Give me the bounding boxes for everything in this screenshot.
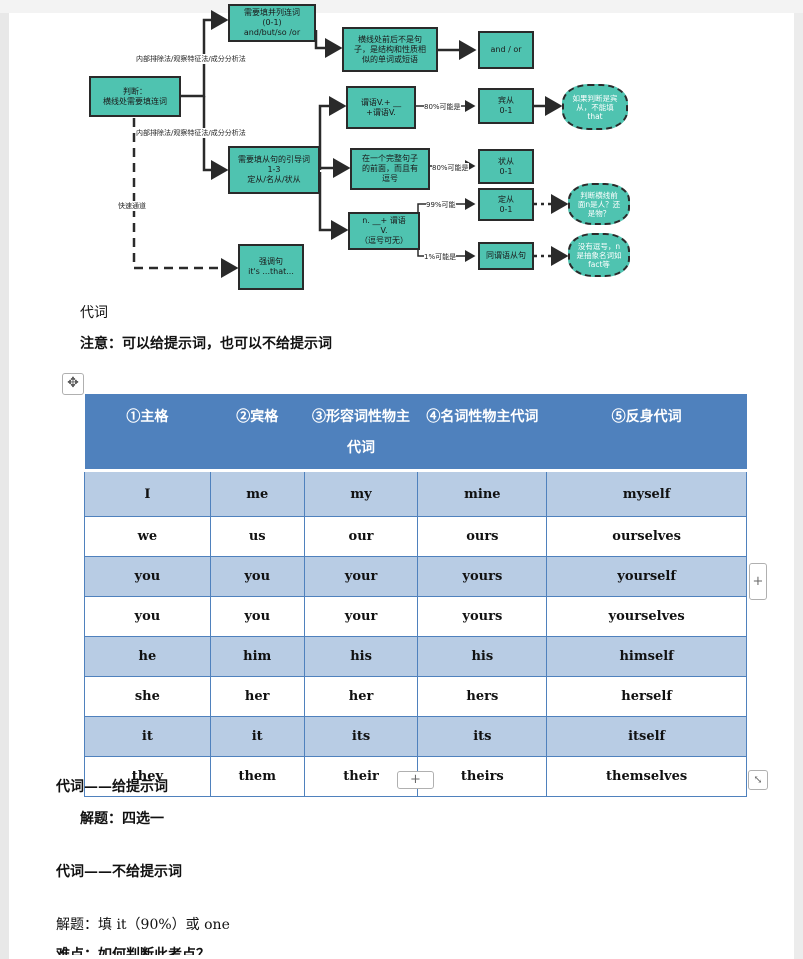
header-reflexive: ⑤反身代词 [546,394,747,472]
table-cell[interactable]: your [303,596,419,637]
attributive-clause-box: 定从 0-1 [478,188,534,221]
clause-introducer-box: 需要填从句的引导词 1-3 定从/名从/状从 [228,146,320,194]
table-cell[interactable]: you [209,596,305,637]
table-cell[interactable]: itself [546,716,747,757]
table-cell[interactable]: hers [417,676,548,717]
table-cell[interactable]: we [84,516,211,557]
table-cell[interactable]: mine [417,470,548,517]
table-cell[interactable]: he [84,636,211,677]
header-subjective: ①主格 [84,394,211,472]
add-column-button[interactable]: + [749,563,767,600]
table-cell[interactable]: theirs [417,756,548,797]
probability-label-appositive: 1%可能是 [424,252,457,262]
and-or-box: and / or [478,31,534,69]
fast-channel-label: 快速通道 [118,201,146,211]
table-cell[interactable]: himself [546,636,747,677]
note-text: 注意：可以给提示词，也可以不给提示词 [80,336,332,352]
method-label-upper: 内部排除法/观察特征法/成分分析法 [136,54,246,64]
table-cell[interactable]: them [209,756,305,797]
solution-no-hint: 解题：填 it（90%）或 one [56,917,230,933]
table-cell[interactable]: her [209,676,305,717]
probability-label-adverbial: 80%可能是 [432,163,469,173]
table-cell[interactable]: themselves [546,756,747,797]
person-or-thing-cloud: 判断横线前 面n是人？还 是物？ [568,183,630,225]
table-cell[interactable]: yours [417,596,548,637]
table-cell[interactable]: its [417,716,548,757]
section-pronoun: 代词 [80,305,108,321]
table-cell[interactable]: yourselves [546,596,747,637]
table-cell[interactable]: herself [546,676,747,717]
that-warning-cloud: 如果判断是宾 从，不能填 that [562,84,628,130]
table-header-row: ①主格 ②宾格 ③形容词性物主代词 ④名词性物主代词 ⑤反身代词 [84,394,747,472]
table-cell[interactable]: our [303,516,419,557]
table-cell[interactable]: her [303,676,419,717]
heading-no-hint: 代词——不给提示词 [56,864,182,880]
table-cell[interactable]: ourselves [546,516,747,557]
right-gutter [794,13,803,959]
table-cell[interactable]: him [209,636,305,677]
judge-box: 判断： 横线处需要填连词 [89,76,181,117]
table-cell[interactable]: his [303,636,419,677]
table-cell[interactable]: your [303,556,419,597]
coordinating-conjunction-box: 需要填并列连词 (0-1) and/but/so /or [228,4,316,42]
abstract-noun-cloud: 没有逗号，n 是抽象名词如 fact等 [568,233,630,277]
difficulty-text: 难点：如何判断此考点？ [56,947,210,955]
add-row-button[interactable]: + [397,771,434,789]
table-cell[interactable]: you [209,556,305,597]
header-objective: ②宾格 [210,394,305,472]
top-bar [0,0,803,13]
method-label-lower: 内部排除法/观察特征法/成分分析法 [136,128,246,138]
table-cell[interactable]: my [303,470,419,517]
probability-label-attributive: 99%可能 [426,200,456,210]
header-noun-possessive: ④名词性物主代词 [417,394,547,472]
table-cell[interactable]: it [84,716,211,757]
adverbial-clause-box: 状从 0-1 [478,149,534,184]
table-cell[interactable]: its [303,716,419,757]
table-cell[interactable]: myself [546,470,747,517]
table-cell[interactable]: yourself [546,556,747,597]
table-cell[interactable]: yours [417,556,548,597]
probability-label-object: 80%可能是 [424,102,461,112]
heading-given-hint: 代词——给提示词 [56,779,168,795]
table-cell[interactable]: you [84,556,211,597]
table-cell[interactable]: you [84,596,211,637]
solution-given-hint: 解题：四选一 [80,811,164,827]
table-cell[interactable]: she [84,676,211,717]
appositive-clause-box: 同谓语从句 [478,242,534,270]
table-cell[interactable]: it [209,716,305,757]
move-icon[interactable]: ✥ [62,373,84,395]
table-cell[interactable]: us [209,516,305,557]
table-cell[interactable]: me [209,470,305,517]
emphasis-sentence-box: 强调句 it's ...that... [238,244,304,290]
structure-check-box: 横线处前后不是句 子，是结构和性质相 似的单词或短语 [342,27,438,72]
table-cell[interactable]: they [84,756,211,797]
complete-sentence-box: 在一个完整句子 的前面，而且有 逗号 [350,148,430,190]
header-adjective-possessive: ③形容词性物主代词 [304,394,418,472]
object-clause-box: 宾从 0-1 [478,88,534,124]
noun-blank-box: n. __+ 谓语 V. （逗号可无） [348,212,420,250]
verb-blank-box: 谓语V.+ __ +谓语V. [346,86,416,129]
table-cell[interactable]: ours [417,516,548,557]
resize-icon[interactable]: ⤡ [748,770,768,790]
table-cell[interactable]: I [84,470,211,517]
table-cell[interactable]: his [417,636,548,677]
